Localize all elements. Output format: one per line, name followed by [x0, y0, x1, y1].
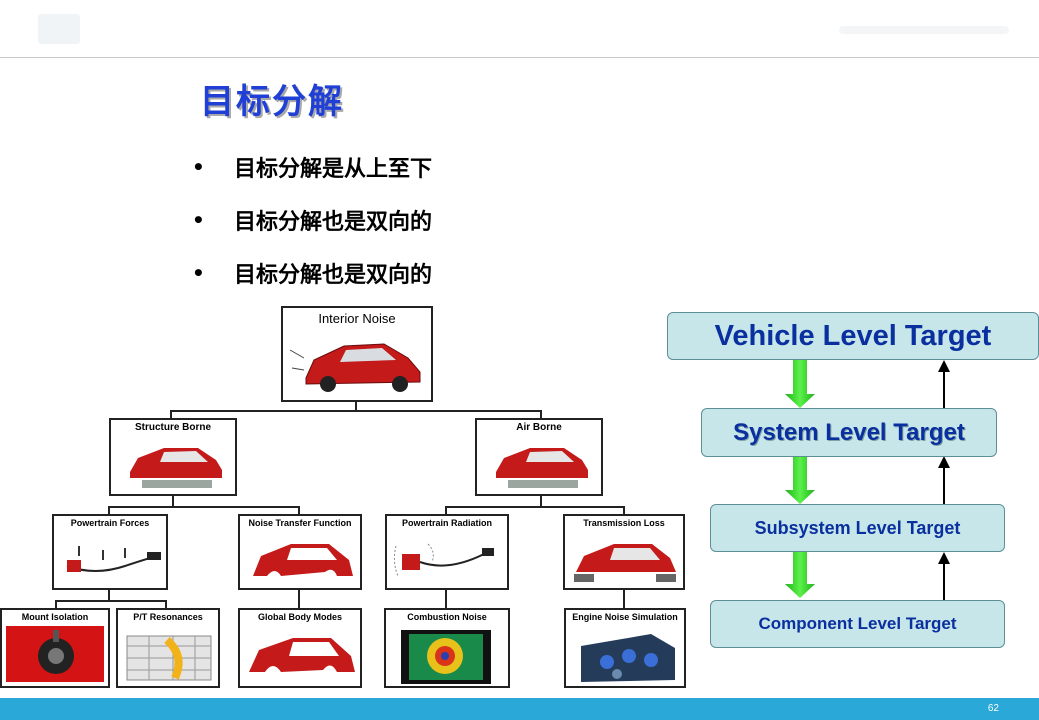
- bullet-text: 目标分解是从上至下: [234, 155, 433, 182]
- tree-node-label: Mount Isolation: [21, 612, 89, 622]
- tree-node-label: Structure Borne: [134, 422, 212, 433]
- tree-node-label: Combustion Noise: [407, 612, 487, 622]
- noise-decomposition-tree: Interior Noise Structure Borne Air Borne…: [0, 300, 700, 695]
- car-body-icon: [496, 448, 588, 488]
- flow-arrows: [785, 360, 950, 600]
- bullet-dot-icon: •: [192, 154, 205, 179]
- slide-footer-bar: 62: [0, 698, 1039, 720]
- target-level-flow: Vehicle Level Target System Level Target…: [660, 300, 1039, 700]
- tree-node-label: Powertrain Forces: [70, 518, 150, 528]
- tree-node-air-borne: Air Borne: [475, 418, 603, 496]
- tree-node-global-body-modes: Global Body Modes: [238, 608, 362, 688]
- car-illustration-icon: [289, 343, 421, 392]
- combustion-heatmap-icon: [401, 630, 491, 684]
- header-faint-text: [839, 26, 1009, 34]
- body-modes-icon: [249, 638, 355, 672]
- car-body-icon: [130, 448, 222, 488]
- bullet-list: • 目标分解是从上至下 • 目标分解也是双向的 • 目标分解也是双向的: [192, 140, 432, 299]
- tree-node-label: Interior Noise: [318, 311, 396, 326]
- slide-title: 目标分解: [200, 82, 344, 122]
- up-arrow-icon: [938, 552, 950, 600]
- tree-node-noise-transfer-function: Noise Transfer Function: [238, 514, 362, 590]
- tree-node-label: P/T Resonances: [133, 612, 203, 622]
- tree-node-label: Powertrain Radiation: [401, 518, 492, 528]
- tree-node-combustion-noise: Combustion Noise: [384, 608, 510, 688]
- engine-mounts-icon: [66, 546, 161, 572]
- bullet-item: • 目标分解也是双向的: [192, 246, 432, 299]
- up-arrow-icon: [938, 360, 950, 408]
- bullet-item: • 目标分解也是双向的: [192, 193, 432, 246]
- mount-component-icon: [38, 630, 74, 674]
- tree-node-engine-noise-simulation: Engine Noise Simulation: [564, 608, 686, 688]
- bullet-dot-icon: •: [192, 207, 205, 232]
- tree-node-label: Engine Noise Simulation: [572, 612, 678, 622]
- tree-node-powertrain-forces: Powertrain Forces: [52, 514, 168, 590]
- engine-simulation-icon: [581, 634, 675, 682]
- tree-node-structure-borne: Structure Borne: [109, 418, 237, 496]
- tree-node-label: Global Body Modes: [257, 612, 342, 622]
- tree-node-powertrain-radiation: Powertrain Radiation: [385, 514, 509, 590]
- header-logo: [38, 14, 80, 44]
- tree-node-mount-isolation: Mount Isolation: [0, 608, 110, 688]
- up-arrow-icon: [938, 456, 950, 504]
- tree-node-transmission-loss: Transmission Loss: [563, 514, 685, 590]
- tree-node-pt-resonances: P/T Resonances: [116, 608, 220, 688]
- tree-node-label: Transmission Loss: [583, 518, 665, 528]
- slide-header-bar: [0, 0, 1039, 58]
- body-in-white-icon: [253, 544, 353, 576]
- flow-box-label: Vehicle Level Target: [714, 319, 992, 352]
- bullet-text: 目标分解也是双向的: [234, 261, 433, 288]
- powertrain-mesh-icon: [126, 635, 212, 681]
- tree-node-label: Noise Transfer Function: [248, 518, 352, 528]
- subsystem-level-target-box: Subsystem Level Target: [710, 504, 1005, 552]
- down-arrow-icon: [785, 457, 815, 504]
- flow-box-label: System Level Target: [733, 418, 965, 446]
- down-arrow-icon: [785, 360, 815, 408]
- system-level-target-box: System Level Target: [701, 408, 997, 457]
- down-arrow-icon: [785, 552, 815, 598]
- bullet-dot-icon: •: [192, 260, 205, 285]
- bullet-text: 目标分解也是双向的: [234, 208, 433, 235]
- tree-node-root: Interior Noise: [281, 306, 433, 402]
- component-level-target-box: Component Level Target: [710, 600, 1005, 648]
- vehicle-level-target-box: Vehicle Level Target: [667, 312, 1039, 360]
- flow-box-label: Subsystem Level Target: [754, 517, 961, 538]
- bullet-item: • 目标分解是从上至下: [192, 140, 432, 193]
- flow-box-label: Component Level Target: [758, 614, 957, 633]
- engine-radiation-icon: [393, 543, 494, 577]
- page-number: 62: [987, 703, 999, 714]
- car-body-icon: [574, 544, 676, 582]
- tree-node-label: Air Borne: [516, 422, 562, 433]
